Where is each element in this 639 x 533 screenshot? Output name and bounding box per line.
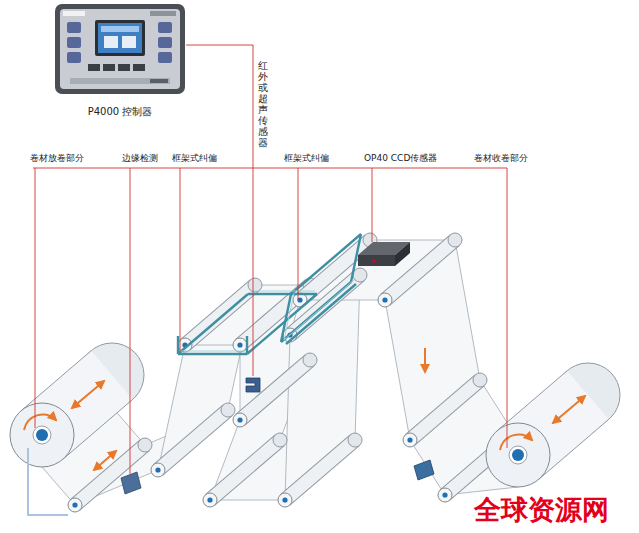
roller [151, 403, 235, 477]
roll-face [486, 423, 550, 487]
roller [403, 373, 487, 447]
signal-cable [28, 448, 68, 515]
sensor-front [358, 255, 395, 266]
screen-bezel [95, 20, 145, 56]
shift-arrow [553, 396, 585, 423]
button [88, 64, 100, 71]
edge-sensor [121, 472, 141, 494]
key-icon [158, 37, 172, 48]
key-icon [158, 22, 172, 33]
node-title: P4000 控制器 [88, 105, 153, 119]
rewind-roll [486, 363, 620, 487]
roll-core [33, 426, 51, 444]
watermark: 全球资源网 [474, 496, 609, 523]
controller-housing [55, 4, 185, 94]
key-icon [67, 22, 81, 33]
screen-bar [101, 26, 139, 32]
controller-panel [60, 9, 180, 89]
part-label: 卷材放卷部分 [30, 153, 84, 164]
roller [68, 438, 152, 512]
rotation-arrow [24, 415, 56, 430]
key-icon [67, 52, 81, 63]
logo-plate [63, 11, 85, 16]
bottom-strip [70, 78, 170, 84]
unwind-roll [10, 343, 144, 467]
guide-frame [178, 294, 317, 354]
roll-face [10, 403, 74, 467]
sensor-lamp [372, 259, 375, 262]
screen [98, 23, 142, 53]
frame-guide [178, 234, 361, 354]
button [133, 64, 145, 71]
status-plate [150, 79, 168, 83]
roller [278, 433, 362, 507]
ultrasonic-sensor [246, 378, 260, 392]
shift-arrow [94, 451, 116, 470]
guide-frame [284, 280, 354, 340]
rollers [68, 233, 522, 512]
sensor-side [395, 242, 410, 266]
rotation-arrow [500, 435, 532, 450]
controller-unit: P4000 控制器 [55, 4, 185, 118]
part-label: 卷材收卷部分 [474, 153, 528, 164]
logo-plate [150, 11, 176, 16]
part-label: 框架式纠偏 [172, 153, 217, 164]
ccd-sensor [358, 242, 410, 266]
part-label: 框架式纠偏 [284, 153, 329, 164]
roll-core [512, 449, 524, 461]
roll-core [509, 446, 527, 464]
part-label: OP40 CCD传感器 [364, 153, 437, 164]
shift-arrow [72, 381, 104, 408]
frame-highlight [180, 280, 354, 351]
key-icon [158, 52, 172, 63]
edge-sensor [414, 460, 434, 480]
direction-arrow [424, 348, 426, 372]
sensor-label: 红外或超声传感器 [258, 60, 268, 148]
key-icon [67, 37, 81, 48]
guide-frame [180, 291, 315, 351]
roller [203, 433, 287, 507]
button [103, 64, 115, 71]
controller-device [55, 4, 185, 94]
button [118, 64, 130, 71]
part-label: 边缘检测 [122, 153, 158, 164]
leader-line [33, 168, 507, 169]
leader-lines [33, 45, 507, 474]
screen-icon [104, 36, 118, 48]
guide-frame [281, 234, 361, 344]
roll-core [36, 429, 48, 441]
screen-icon [122, 36, 136, 48]
roller [233, 353, 317, 427]
leader-line [35, 168, 507, 474]
controller-wire [186, 45, 253, 376]
